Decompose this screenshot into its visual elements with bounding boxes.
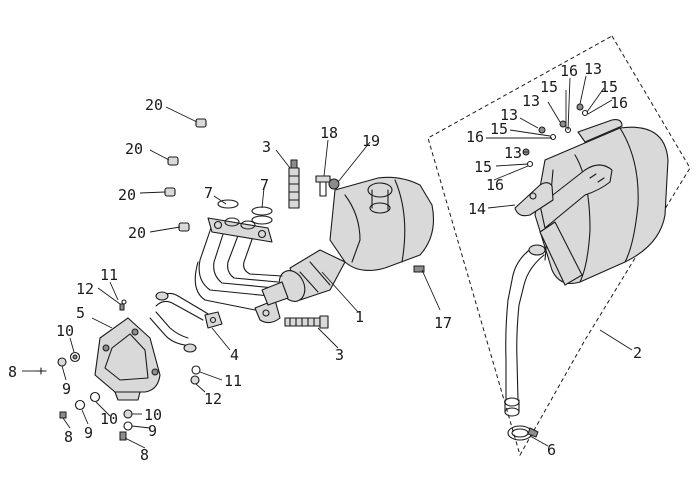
callout-5: 5 xyxy=(76,304,85,322)
callout-12-b: 12 xyxy=(204,390,222,408)
callout-11-b: 11 xyxy=(224,372,242,390)
callout-13-lower: 13 xyxy=(504,144,522,162)
callout-11-a: 11 xyxy=(100,266,118,284)
callout-16-lower: 16 xyxy=(486,176,504,194)
callout-12-a: 12 xyxy=(76,280,94,298)
callout-16-top: 16 xyxy=(560,62,578,80)
callout-8-mid: 8 xyxy=(64,428,73,446)
callout-15-left: 15 xyxy=(490,120,508,138)
callout-10-c: 10 xyxy=(144,406,162,424)
bolt-part-17 xyxy=(413,265,425,273)
callout-15-mid: 15 xyxy=(540,78,558,96)
callout-3-lower: 3 xyxy=(335,346,344,364)
callout-8-left: 8 xyxy=(8,363,17,381)
callout-13-top: 13 xyxy=(584,60,602,78)
exhaust-pipe-part-1 xyxy=(194,176,435,324)
sensor-part-3-lower xyxy=(284,315,329,329)
callout-20-d: 20 xyxy=(128,224,146,242)
small-fasteners xyxy=(35,299,201,441)
muffler-assembly xyxy=(504,119,669,417)
callout-13-left: 13 xyxy=(500,106,518,124)
callout-16-left: 16 xyxy=(466,128,484,146)
clamp-part-6 xyxy=(507,425,539,441)
callout-2: 2 xyxy=(633,344,642,362)
callout-14: 14 xyxy=(468,200,486,218)
callout-9-a: 9 xyxy=(62,380,71,398)
callout-7-left: 7 xyxy=(204,184,213,202)
muffler-assembly-boundary xyxy=(427,35,691,457)
callout-10-b: 10 xyxy=(100,410,118,428)
bolt-part-18 xyxy=(315,175,331,197)
callout-20-a: 20 xyxy=(145,96,163,114)
callout-9-c: 9 xyxy=(148,422,157,440)
gaskets-part-7 xyxy=(217,199,273,225)
heat-shield-part-5 xyxy=(94,317,161,401)
callout-13-mid: 13 xyxy=(522,92,540,110)
callout-15-right: 15 xyxy=(600,78,618,96)
callout-7-right: 7 xyxy=(260,176,269,194)
callout-9-b: 9 xyxy=(84,424,93,442)
callout-18: 18 xyxy=(320,124,338,142)
callout-1: 1 xyxy=(355,308,364,326)
sensor-part-3-upper xyxy=(288,159,300,209)
callout-10-a: 10 xyxy=(56,322,74,340)
callout-3-upper: 3 xyxy=(262,138,271,156)
bracket-part-4 xyxy=(149,291,223,353)
callout-19: 19 xyxy=(362,132,380,150)
callout-17: 17 xyxy=(434,314,452,332)
nut-part-19 xyxy=(328,178,340,190)
callout-20-c: 20 xyxy=(118,186,136,204)
callout-labels: 1 2 3 3 4 5 6 7 7 8 8 8 9 9 9 10 10 10 1… xyxy=(8,60,642,464)
callout-8-right: 8 xyxy=(140,446,149,464)
leader-lines xyxy=(22,75,633,449)
nuts-part-20 xyxy=(164,118,207,232)
callout-20-b: 20 xyxy=(125,140,143,158)
callout-6: 6 xyxy=(547,441,556,459)
callout-15-lower: 15 xyxy=(474,158,492,176)
callout-16-right: 16 xyxy=(610,94,628,112)
callout-4: 4 xyxy=(230,346,239,364)
